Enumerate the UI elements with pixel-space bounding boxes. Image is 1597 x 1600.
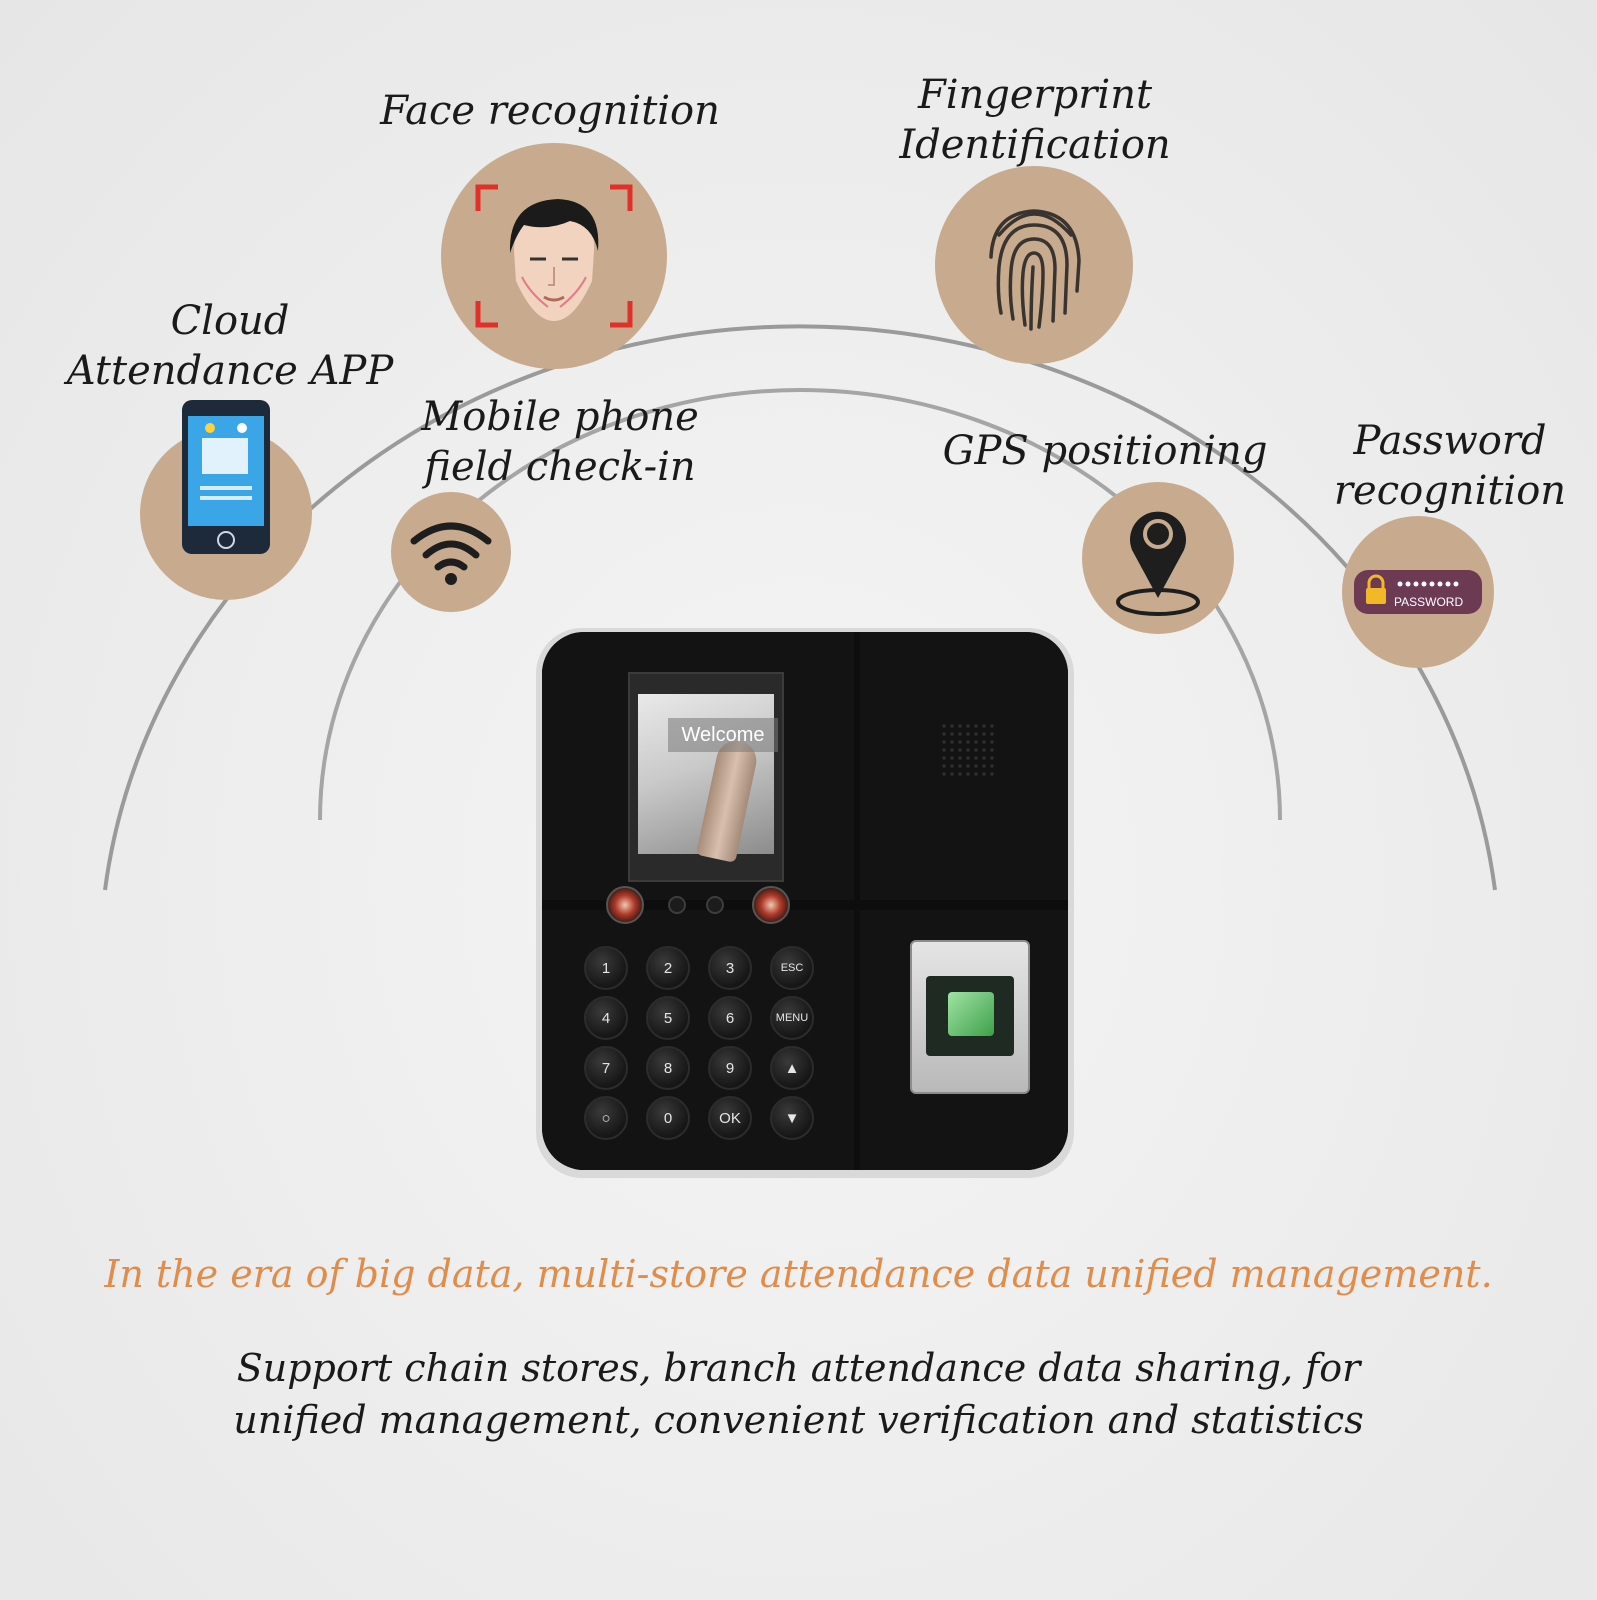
sensor-dot-right — [706, 896, 724, 914]
gps-label: GPS positioning — [942, 428, 1268, 474]
keypad-key[interactable]: 4 — [584, 996, 628, 1040]
password-lock-icon: PASSWORD — [1354, 570, 1482, 614]
mobile-checkin-label: Mobile phone field check-in — [421, 394, 699, 490]
keypad-key[interactable]: 0 — [646, 1096, 690, 1140]
map-pin-icon — [1116, 511, 1200, 616]
face-recognition-badge — [441, 143, 667, 369]
keypad-key[interactable]: MENU — [770, 996, 814, 1040]
smartphone-app-icon — [182, 400, 270, 554]
keypad-key[interactable]: 5 — [646, 996, 690, 1040]
face-recognition-label: Face recognition — [380, 88, 720, 134]
fingerprint-glass — [948, 992, 994, 1036]
fingerprint-sensor[interactable] — [910, 940, 1030, 1094]
keypad-key[interactable]: ○ — [584, 1096, 628, 1140]
finger-image — [695, 737, 761, 863]
keypad-key[interactable]: 7 — [584, 1046, 628, 1090]
body-tagline: Support chain stores, branch attendance … — [233, 1346, 1364, 1442]
keypad-key[interactable]: 8 — [646, 1046, 690, 1090]
fingerprint-badge — [935, 166, 1133, 364]
sensor-dot-left — [668, 896, 686, 914]
keypad-key[interactable]: 3 — [708, 946, 752, 990]
keypad-key[interactable]: 1 — [584, 946, 628, 990]
face-scan-icon — [475, 184, 633, 328]
keypad-key[interactable]: ▲ — [770, 1046, 814, 1090]
gps-badge — [1082, 482, 1234, 634]
cloud-app-label: Cloud Attendance APP — [66, 298, 394, 394]
password-badge-text: PASSWORD — [1394, 595, 1463, 609]
fingerprint-window — [926, 976, 1014, 1056]
camera-led-left — [606, 886, 644, 924]
lcd-screen: Welcome — [638, 694, 778, 863]
lcd-frame: Welcome — [628, 672, 784, 882]
fingerprint-icon — [989, 209, 1081, 331]
keypad-key[interactable]: 6 — [708, 996, 752, 1040]
speaker-grille — [940, 722, 996, 778]
keypad-key[interactable]: 2 — [646, 946, 690, 990]
camera-led-right — [752, 886, 790, 924]
keypad-key[interactable]: 9 — [708, 1046, 752, 1090]
headline-tagline: In the era of big data, multi-store atte… — [104, 1252, 1493, 1296]
inner-arc — [318, 388, 1282, 821]
fingerprint-label: Fingerprint Identification — [899, 72, 1171, 168]
keypad-key[interactable]: ESC — [770, 946, 814, 990]
wifi-icon — [410, 522, 492, 585]
keypad-key[interactable]: ▼ — [770, 1096, 814, 1140]
screen-welcome-text: Welcome — [668, 718, 778, 752]
mobile-checkin-badge — [391, 492, 511, 612]
password-label: Password recognition — [1333, 418, 1567, 514]
keypad-key[interactable]: OK — [708, 1096, 752, 1140]
password-badge: PASSWORD — [1342, 516, 1494, 668]
